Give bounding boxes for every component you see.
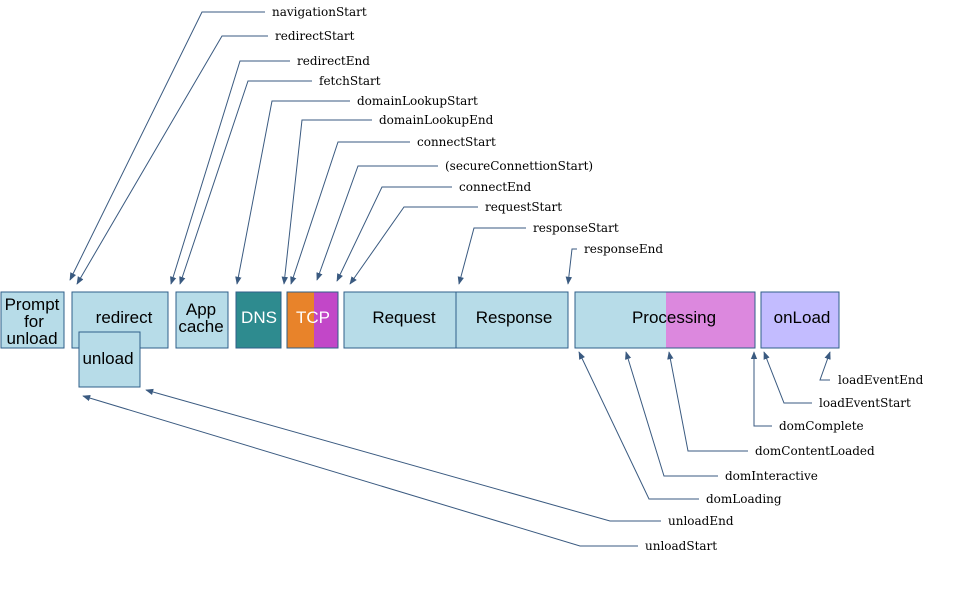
response-end-arrow bbox=[565, 248, 577, 285]
dom-content-loaded-arrow bbox=[667, 351, 748, 452]
domain-lookup-start-arrow bbox=[235, 100, 350, 285]
processing-box-blue bbox=[575, 292, 666, 348]
fetch-start-arrow bbox=[179, 80, 312, 285]
response-box bbox=[455, 291, 569, 349]
processing-label: Processing bbox=[632, 308, 716, 327]
prompt-for-unload-box bbox=[0, 291, 65, 349]
dom-loading-arrow bbox=[578, 351, 699, 500]
redirect-end-arrow bbox=[170, 60, 290, 285]
connect-start-arrow bbox=[290, 141, 410, 285]
navigation-start-arrow bbox=[69, 11, 265, 281]
dom-complete-label: domComplete bbox=[779, 419, 864, 433]
bottom-event-arrows bbox=[82, 351, 831, 547]
navigation-start-label: navigationStart bbox=[272, 5, 367, 19]
app-cache-label-line2: cache bbox=[178, 317, 223, 336]
secure-connection-start-label: (secureConnettionStart) bbox=[445, 159, 593, 173]
tcp-box-orange bbox=[287, 292, 314, 348]
app-cache-label-line1: App bbox=[186, 300, 216, 319]
top-event-arrows bbox=[69, 11, 577, 285]
dns-label: DNS bbox=[241, 308, 277, 327]
dns-box bbox=[235, 291, 282, 349]
dom-interactive-arrow bbox=[625, 351, 718, 477]
unload-end-label: unloadEnd bbox=[668, 514, 734, 528]
redirect-label: redirect bbox=[96, 308, 153, 327]
app-cache-box bbox=[175, 291, 229, 349]
unload-start-arrow bbox=[82, 395, 638, 547]
tcp-box-secure bbox=[314, 292, 338, 348]
unload-start-label: unloadStart bbox=[645, 539, 717, 553]
redirect-end-label: redirectEnd bbox=[297, 54, 370, 68]
connect-end-label: connectEnd bbox=[459, 180, 532, 194]
tcp-label: TCP bbox=[296, 308, 330, 327]
load-event-end-label: loadEventEnd bbox=[838, 373, 924, 387]
top-event-labels: navigationStart redirectStart redirectEn… bbox=[272, 5, 663, 256]
connect-end-arrow bbox=[336, 186, 452, 282]
load-event-start-arrow bbox=[763, 351, 812, 404]
request-label: Request bbox=[372, 308, 436, 327]
request-start-label: requestStart bbox=[485, 200, 562, 214]
phase-boxes: Prompt for unload redirect unload App ca… bbox=[0, 291, 840, 388]
onload-label: onLoad bbox=[774, 308, 831, 327]
prompt-for-unload-label-line3: unload bbox=[6, 329, 57, 348]
domain-lookup-start-label: domainLookupStart bbox=[357, 94, 478, 108]
redirect-start-arrow bbox=[76, 35, 268, 285]
unload-end-arrow bbox=[145, 388, 661, 522]
response-end-label: responseEnd bbox=[584, 242, 663, 256]
load-event-end-arrow bbox=[819, 351, 831, 381]
processing-box-pink bbox=[666, 292, 755, 348]
domain-lookup-end-arrow bbox=[281, 119, 372, 285]
unload-box bbox=[78, 331, 141, 388]
processing-box-outline bbox=[574, 291, 756, 349]
redirect-start-label: redirectStart bbox=[275, 29, 355, 43]
connect-start-label: connectStart bbox=[417, 135, 496, 149]
request-box bbox=[343, 291, 457, 349]
secure-connection-start-arrow bbox=[316, 165, 438, 281]
domain-lookup-end-label: domainLookupEnd bbox=[379, 113, 494, 127]
dom-interactive-label: domInteractive bbox=[725, 469, 818, 483]
tcp-box-outline bbox=[286, 291, 339, 349]
unload-label: unload bbox=[82, 349, 133, 368]
response-start-label: responseStart bbox=[533, 221, 619, 235]
dom-loading-label: domLoading bbox=[706, 492, 782, 506]
onload-box bbox=[760, 291, 840, 349]
load-event-start-label: loadEventStart bbox=[819, 396, 911, 410]
prompt-for-unload-label-line2: for bbox=[24, 312, 44, 331]
fetch-start-label: fetchStart bbox=[319, 74, 381, 88]
dom-content-loaded-label: domContentLoaded bbox=[755, 444, 875, 458]
bottom-event-labels: loadEventEnd loadEventStart domComplete … bbox=[645, 373, 924, 553]
request-start-arrow bbox=[349, 206, 478, 285]
prompt-for-unload-label-line1: Prompt bbox=[5, 295, 60, 314]
response-start-arrow bbox=[457, 227, 526, 285]
response-label: Response bbox=[476, 308, 553, 327]
dom-complete-arrow bbox=[750, 351, 772, 427]
